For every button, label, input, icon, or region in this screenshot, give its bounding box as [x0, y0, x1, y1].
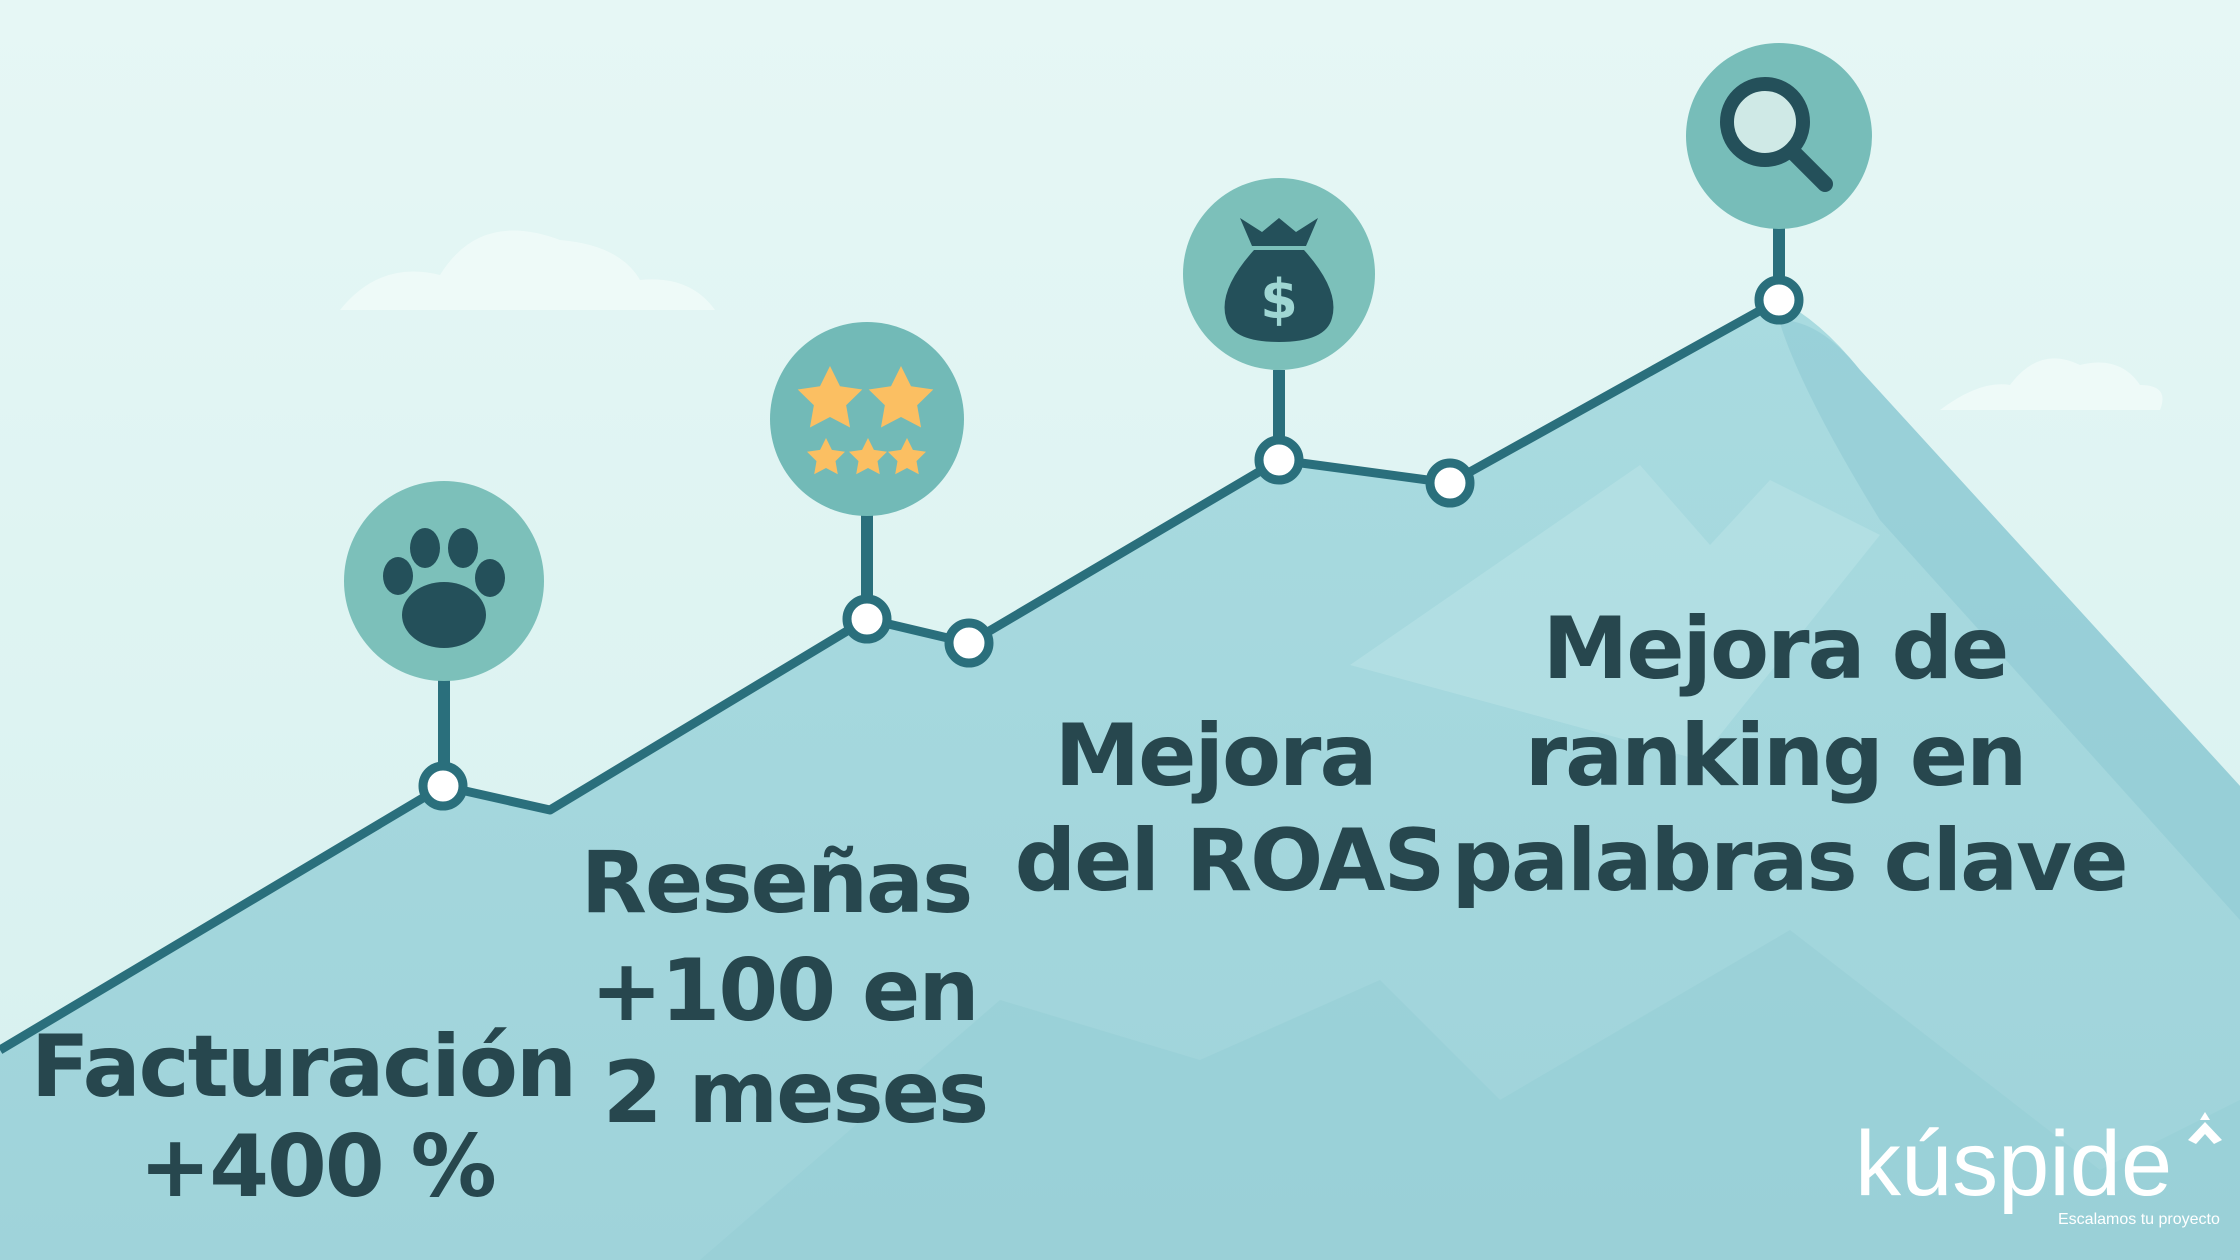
paw-icon [344, 481, 544, 681]
milestone-node [1254, 435, 1304, 485]
milestone-label-ranking: Mejora de ranking en palabras clave [1451, 599, 2126, 911]
cloud [1940, 358, 2163, 410]
milestone-node [1754, 275, 1804, 325]
milestone-label-roas: Mejora del ROAS [1015, 706, 1444, 911]
logo-tagline: Escalamos tu proyecto [2058, 1211, 2220, 1228]
search-icon [1686, 43, 1872, 229]
logo-peak-icon [2188, 1112, 2222, 1144]
svg-text:$: $ [1260, 268, 1298, 331]
logo-wordmark: kúspide [1855, 1113, 2172, 1215]
milestone-label-revenue: Facturación +400 % [31, 1017, 603, 1217]
milestone-node [842, 594, 892, 644]
milestone-node [944, 618, 994, 668]
milestone-node [418, 761, 468, 811]
stars-icon [770, 322, 964, 516]
money-bag-icon: $ [1183, 178, 1375, 370]
cloud [340, 230, 715, 310]
foothills [700, 930, 2240, 1260]
kuspide-logo: kúspide Escalamos tu proyecto [1855, 1112, 2222, 1228]
mountain-ridge [1350, 465, 1880, 760]
milestone-node [1425, 458, 1475, 508]
milestone-label-reviews: Reseñas +100 en 2 meses [581, 833, 1006, 1143]
mountain-shadow [1779, 320, 2240, 920]
